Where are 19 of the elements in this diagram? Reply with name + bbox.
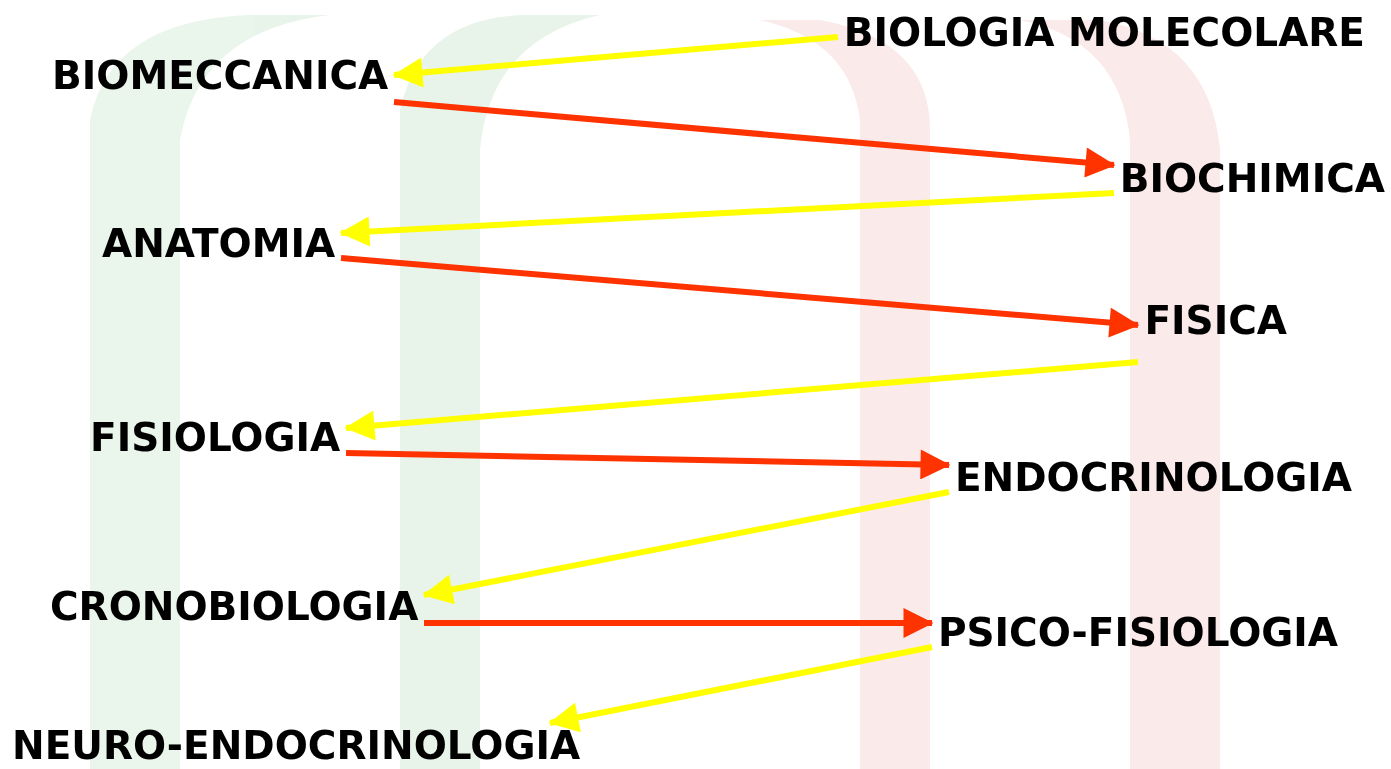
arrow — [548, 644, 933, 733]
discipline-label: FISICA — [1144, 300, 1287, 343]
arrow — [339, 190, 1115, 247]
arrow — [344, 359, 1139, 441]
discipline-label: FISIOLOGIA — [90, 417, 341, 460]
discipline-label: CRONOBIOLOGIA — [50, 586, 419, 629]
discipline-label: BIOMECCANICA — [52, 55, 389, 98]
discipline-label: NEURO-ENDOCRINOLOGIA — [12, 725, 581, 768]
discipline-label: BIOCHIMICA — [1119, 158, 1385, 201]
arrow — [392, 34, 839, 88]
discipline-label: BIOLOGIA MOLECOLARE — [843, 12, 1365, 55]
discipline-label: ENDOCRINOLOGIA — [954, 457, 1352, 500]
arrow — [393, 99, 1116, 178]
arrow — [424, 608, 934, 638]
discipline-label: ANATOMIA — [102, 223, 336, 266]
arrow — [345, 449, 951, 480]
discipline-label: PSICO-FISIOLOGIA — [937, 612, 1338, 655]
arrow — [340, 255, 1140, 338]
arrow — [422, 489, 950, 605]
